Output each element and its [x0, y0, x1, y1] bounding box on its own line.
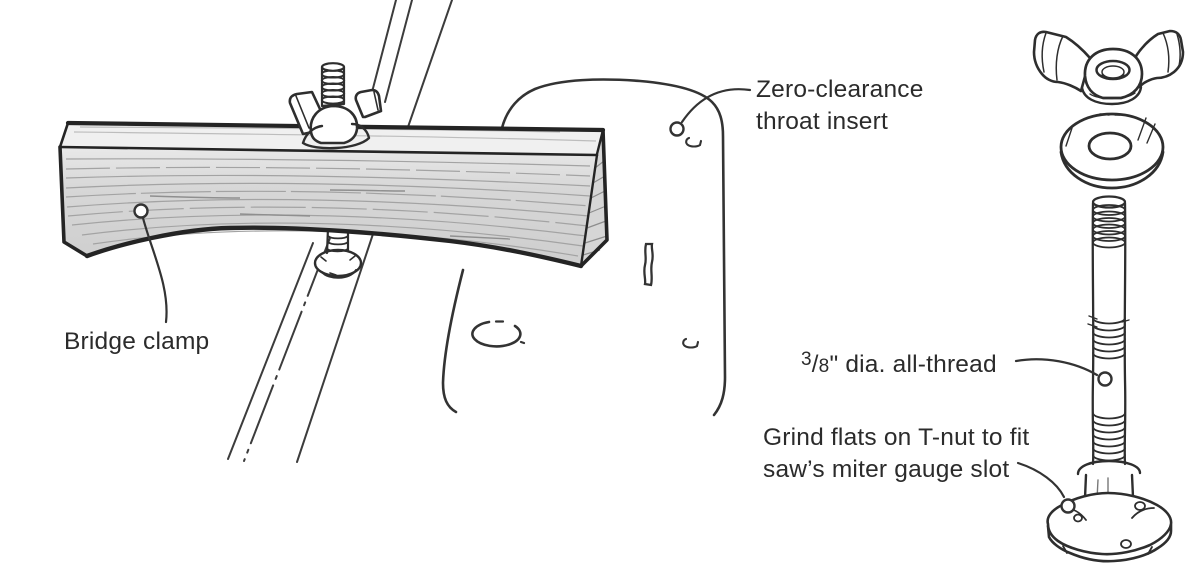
all-thread-fraction-numerator: 3 — [801, 349, 812, 370]
throat-insert-outline — [441, 78, 727, 417]
grind-flats-leader-dot — [1060, 498, 1076, 514]
t-nut-prong-hole-3 — [1073, 513, 1083, 523]
label-grind-flats: Grind flats on T-nut to fit saw’s miter … — [763, 422, 1029, 486]
wing-nut-main — [288, 62, 383, 150]
miter-slot-right-edge-upper — [407, 0, 453, 128]
grind-flats-leader — [1016, 461, 1066, 499]
insert-top-edge — [500, 78, 727, 417]
label-throat-insert: Zero-clearance throat insert — [756, 74, 924, 138]
main-rod-cap — [320, 62, 346, 72]
t-nut-prong-hole-2 — [1120, 539, 1132, 549]
rod-below-threads — [326, 235, 349, 253]
washer-hatch — [1065, 117, 1156, 147]
rod-thread-band-mid — [1092, 317, 1126, 360]
washer-outer — [1059, 112, 1165, 182]
finger-hole-dash — [494, 320, 526, 345]
miter-slot-lines — [227, 0, 453, 463]
main-hub-skirt — [301, 122, 371, 150]
miter-slot-left-edge-lower — [227, 242, 314, 460]
washer-center-dash — [1099, 113, 1121, 116]
setscrew-mark-top — [685, 136, 703, 148]
label-all-thread: 3/8" dia. all-thread — [801, 344, 997, 383]
label-grind-flats-line1: Grind flats on T-nut to fit — [763, 424, 1030, 451]
t-nut-flange-thickness — [1046, 523, 1173, 563]
t-nut-main — [313, 226, 363, 279]
setscrew-mark-bottom — [682, 337, 700, 349]
exp-nut-hole-thread2 — [1101, 74, 1125, 80]
exploded-washer — [1059, 112, 1165, 190]
all-thread-fraction-slash: / — [811, 351, 819, 378]
all-thread-rod — [1087, 195, 1130, 466]
main-rod-shaft — [320, 65, 346, 108]
miter-slot-left-edge-upper — [370, 0, 397, 97]
t-nut-main-flange — [313, 248, 363, 278]
washer-hole — [1087, 131, 1133, 161]
label-throat-insert-line1: Zero-clearance — [756, 76, 924, 103]
clamp-outline — [58, 120, 609, 269]
miter-slot-right-edge-lower — [296, 233, 374, 463]
label-grind-flats-line2: saw’s miter gauge slot — [763, 456, 1010, 483]
bridge-clamp-drawing — [58, 120, 609, 269]
label-bridge-clamp-text: Bridge clamp — [64, 328, 210, 355]
main-hub — [309, 104, 359, 145]
exp-hub — [1083, 47, 1144, 100]
exp-hub-skirt — [1080, 85, 1143, 106]
exp-wing-left-folds — [1041, 32, 1064, 81]
exploded-t-nut — [1046, 459, 1173, 563]
exploded-wing-nut — [1032, 29, 1185, 106]
t-nut-main-base — [321, 269, 357, 279]
insert-left-edge — [441, 268, 465, 414]
throat-insert-leader — [680, 88, 752, 124]
washer-thickness — [1059, 150, 1165, 190]
rod-thread-band-bottom — [1092, 412, 1126, 462]
miter-slot-inner-line-upper — [384, 0, 413, 103]
rod-thread-band-mid-ticks — [1087, 315, 1130, 328]
miter-slot-inner-line-lower — [243, 237, 331, 462]
t-nut-main-marks — [320, 255, 356, 276]
bridge-clamp-leader-dot — [133, 203, 149, 219]
leader-lines — [133, 88, 1113, 514]
t-nut-shoulder — [1076, 459, 1142, 476]
exp-wing-left — [1032, 30, 1092, 93]
all-thread-leader-dot — [1097, 371, 1113, 387]
main-wing-right-fold — [373, 91, 379, 111]
rod-thread-band-top — [1092, 204, 1126, 249]
throat-insert-leader-dot — [669, 121, 685, 137]
exp-wing-right-folds — [1162, 32, 1181, 73]
bridge-clamp-leader — [141, 216, 168, 324]
label-bridge-clamp: Bridge clamp — [64, 326, 209, 358]
label-all-thread-text: " dia. all-thread — [829, 351, 997, 378]
all-thread-leader — [1014, 358, 1099, 377]
blade-slot — [643, 242, 654, 287]
exp-wing-right — [1134, 29, 1185, 89]
exp-nut-hole-thread1 — [1101, 65, 1125, 79]
t-nut-corner-marks — [1062, 545, 1153, 555]
main-wing-left-fold — [295, 95, 310, 129]
t-nut-prong-hole-1 — [1134, 501, 1146, 511]
label-throat-insert-line2: throat insert — [756, 108, 888, 135]
all-thread-fraction-denominator: 8 — [818, 356, 830, 377]
exp-hub-skirt-inner — [1089, 92, 1136, 100]
finger-hole — [471, 320, 522, 348]
